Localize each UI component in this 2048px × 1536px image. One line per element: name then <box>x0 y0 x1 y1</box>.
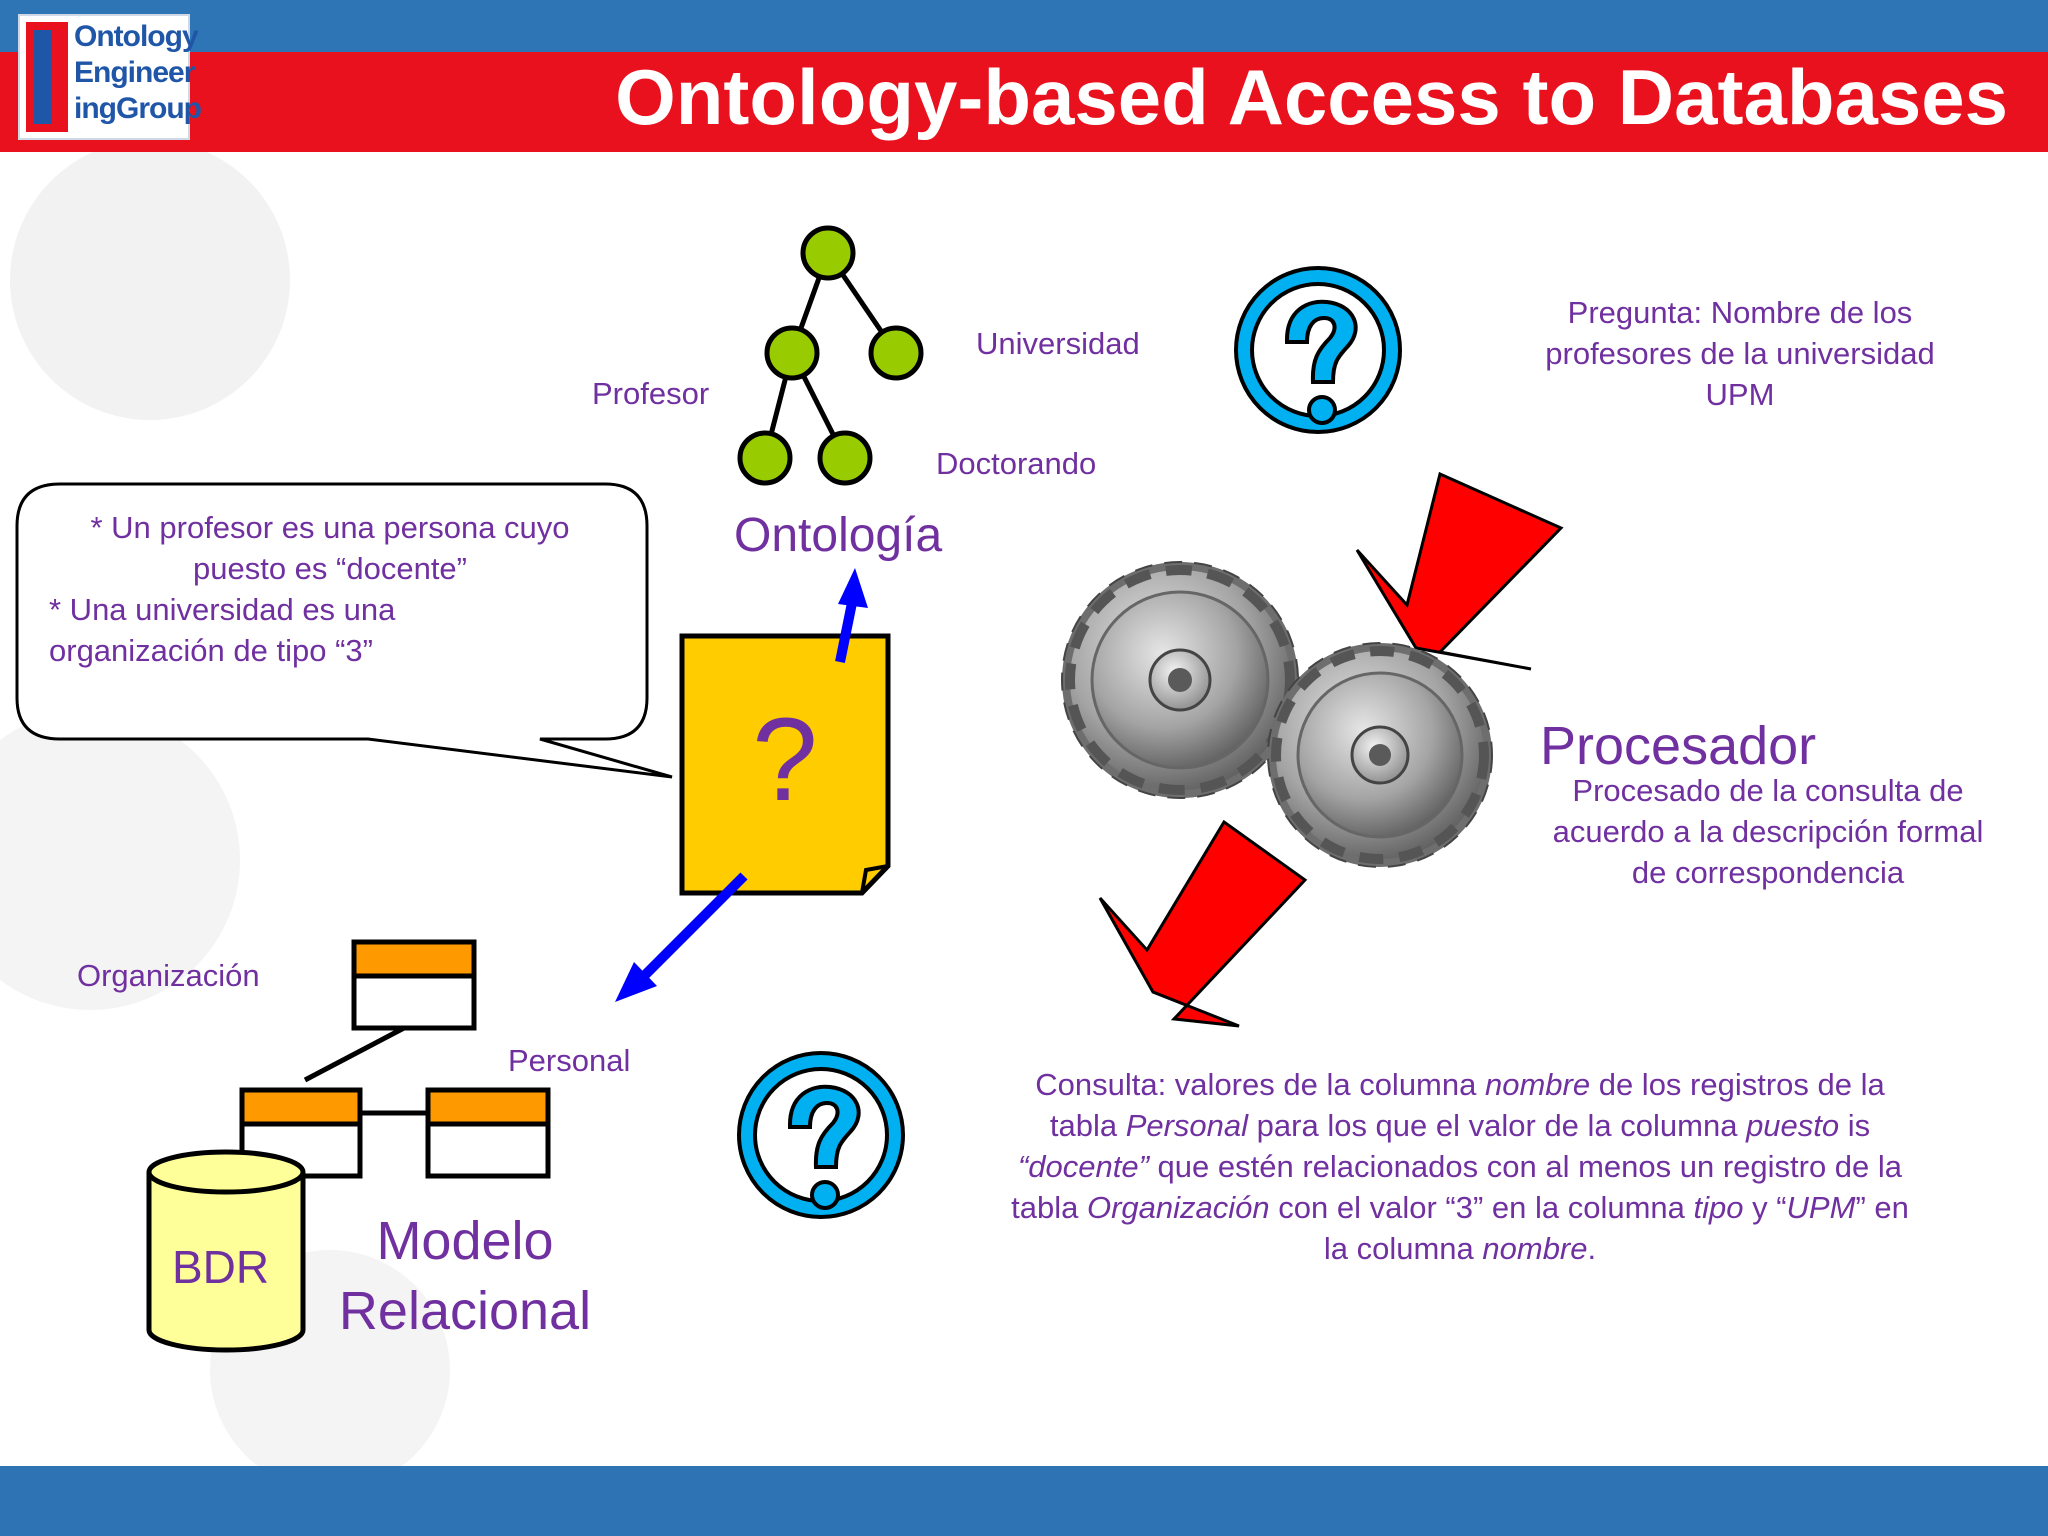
page-title: Ontology-based Access to Databases <box>615 53 2008 141</box>
ontology-node-doctorando <box>817 430 873 486</box>
arrow-to-relational-head <box>615 962 657 1002</box>
gear-small <box>1267 642 1493 868</box>
red-arrow-top <box>1355 471 1564 671</box>
processor-title: Procesador <box>1540 716 1817 776</box>
arrow-to-ontology <box>835 597 858 663</box>
question-icon-bottom <box>737 1051 905 1219</box>
logo-line-2: Engineer <box>74 56 195 89</box>
logo-mark <box>26 22 68 132</box>
mapping-document-symbol: ? <box>752 694 818 826</box>
label-doctorando: Doctorando <box>936 446 1097 481</box>
logo: Ontology Engineer ingGroup <box>18 14 202 140</box>
gear-large <box>1061 561 1299 799</box>
question-line-3: UPM <box>1705 377 1775 412</box>
callout-bubble <box>15 482 673 779</box>
label-personal: Personal <box>508 1043 631 1078</box>
ontology-node-leaf-1 <box>737 430 793 486</box>
label-profesor: Profesor <box>592 376 710 411</box>
query-line-5: la columna nombre. <box>1323 1231 1597 1266</box>
query-line-1: Consulta: valores de la columna nombre d… <box>1035 1067 1885 1102</box>
question-line-1: Pregunta: Nombre de los <box>1567 295 1913 330</box>
processor-line-2: acuerdo a la descripción formal <box>1552 814 1984 849</box>
arrow-to-ontology-head <box>838 568 868 608</box>
logo-line-3: ingGroup <box>74 92 202 125</box>
ontology-label: Ontología <box>734 509 943 562</box>
callout-line-2: puesto es “docente” <box>192 551 467 586</box>
model-label-line-1: Modelo <box>376 1211 554 1271</box>
callout-line-1: * Un profesor es una persona cuyo <box>90 510 570 545</box>
db-label: BDR <box>172 1241 270 1293</box>
ontology-tree <box>737 225 924 486</box>
table-organizacion <box>351 939 477 1031</box>
processor-line-3: de correspondencia <box>1631 855 1905 890</box>
ontology-node-root <box>800 225 856 281</box>
top-bar <box>0 0 2048 52</box>
query-line-4: tabla Organización con el valor “3” en l… <box>1011 1190 1909 1225</box>
callout-line-3: * Una universidad es una <box>49 592 396 627</box>
question-icon-top <box>1234 266 1402 434</box>
table-related <box>425 1087 551 1179</box>
mapping-document <box>679 633 891 896</box>
processor-line-1: Procesado de la consulta de <box>1572 773 1964 808</box>
table-personal <box>239 1087 363 1179</box>
ontology-node-universidad <box>868 325 924 381</box>
red-arrow-bottom <box>1098 819 1308 1028</box>
ontology-node-profesor <box>764 325 820 381</box>
footer-bar <box>0 1466 2048 1536</box>
model-label-line-2: Relacional <box>338 1281 592 1341</box>
query-line-3: “docente” que estén relacionados con al … <box>1017 1149 1903 1184</box>
label-universidad: Universidad <box>976 326 1140 361</box>
logo-line-1: Ontology <box>74 20 199 53</box>
header-bar <box>0 52 2048 152</box>
mapping-document-fold <box>860 864 889 894</box>
question-line-2: profesores de la universidad <box>1545 336 1935 371</box>
arrow-to-relational <box>640 872 748 980</box>
database-cylinder <box>146 1149 306 1353</box>
label-organizacion: Organización <box>77 958 260 993</box>
query-text: Consulta: valores de la columna nombre d… <box>910 1064 2010 1269</box>
callout-line-4: organización de tipo “3” <box>49 633 373 668</box>
query-line-2: tabla Personal para los que el valor de … <box>1049 1108 1871 1143</box>
relation-line-1 <box>303 1025 406 1083</box>
